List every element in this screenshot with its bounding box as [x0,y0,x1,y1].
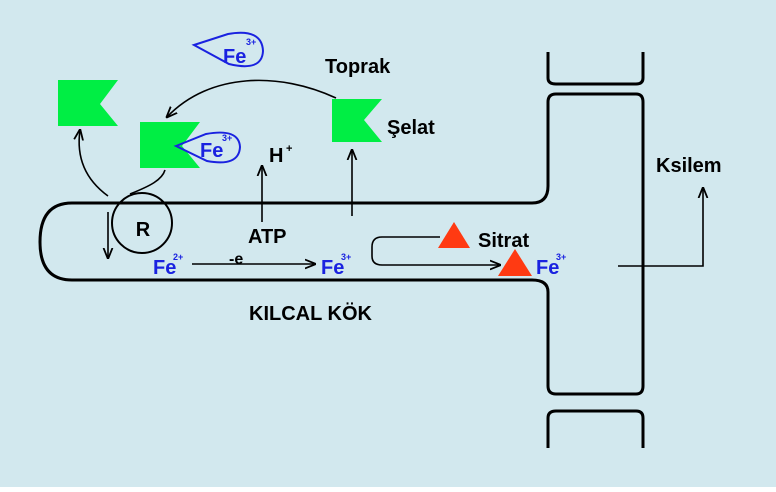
proton-charge: + [286,143,292,155]
reductase-label: R [136,219,151,241]
iron-drop-bound-symbol: Fe [200,140,223,162]
iron-drop-bound: Fe 3+ [173,131,242,164]
iron-ferric-cell-charge: 3+ [341,252,351,262]
chelate-shape-soil [332,99,382,142]
arrow-chelate-to-reductase [129,169,166,195]
iron-drop-top-charge: 3+ [246,37,256,47]
citrate-label: Sitrat [478,230,529,252]
chelate-shape-free [58,80,118,126]
iron-ferric-cell-symbol: Fe [321,257,344,279]
citrate-triangle-bound [498,249,532,276]
atp-label: ATP [248,226,287,248]
chelate-shape-bound [140,122,200,168]
iron-drop-top: Fe 3+ [191,31,265,68]
arrow-citrate-loop [371,236,500,265]
proton-label: H [269,145,283,167]
iron-drop-bound-charge: 3+ [222,133,232,143]
xylem-vessel-bottom [546,409,645,448]
root-hair-cell-outline [38,92,645,396]
arrow-chelate-return [167,79,337,117]
chelate-label: Şelat [387,117,435,139]
iron-ferrous-charge: 2+ [173,252,183,262]
iron-ferrous-symbol: Fe [153,257,176,279]
xylem-vessel-top [546,52,645,86]
iron-citrate-symbol: Fe [536,257,559,279]
iron-citrate-charge: 3+ [556,252,566,262]
arrow-to-free-chelate [79,130,109,197]
citrate-triangle-free [438,222,470,248]
electron-label: -e [229,251,243,268]
root-hair-label: KILCAL KÖK [249,302,373,325]
reductase-circle [111,192,173,254]
soil-label: Toprak [325,56,391,78]
arrow-to-xylem [618,188,703,267]
iron-drop-top-symbol: Fe [223,46,246,68]
xylem-label: Ksilem [656,155,722,177]
